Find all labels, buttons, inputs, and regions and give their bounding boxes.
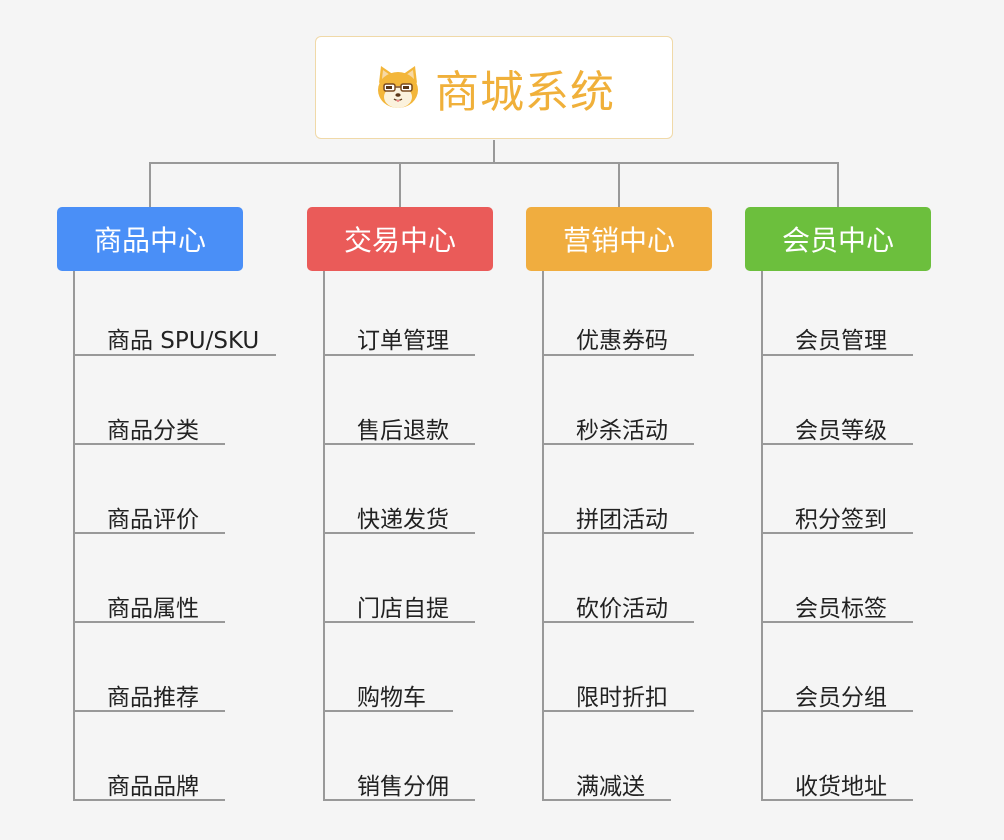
- list-item: 优惠券码: [576, 328, 668, 354]
- list-item: 商品推荐: [107, 685, 199, 711]
- list-item: 销售分佣: [357, 774, 449, 800]
- list-item: 商品评价: [107, 507, 199, 533]
- category-title: 营销中心: [562, 224, 675, 257]
- category-node: 营销中心: [526, 207, 712, 271]
- list-item: 门店自提: [357, 596, 449, 622]
- list-item: 订单管理: [357, 328, 449, 354]
- list-item: 砍价活动: [576, 596, 668, 622]
- list-item: 售后退款: [357, 418, 449, 444]
- category-node: 商品中心: [57, 207, 243, 271]
- list-item: 会员等级: [795, 418, 887, 444]
- list-item: 商品分类: [107, 418, 199, 444]
- category-node: 交易中心: [307, 207, 493, 271]
- root-title: 商城系统: [435, 66, 615, 118]
- root-node: 商城系统: [315, 36, 673, 139]
- list-item: 会员管理: [795, 328, 887, 354]
- list-item: 购物车: [357, 685, 426, 711]
- shiba-dog-icon: [378, 65, 418, 108]
- category-title: 商品中心: [93, 224, 206, 257]
- list-item: 秒杀活动: [576, 418, 668, 444]
- category-title: 会员中心: [781, 224, 894, 257]
- category-node: 会员中心: [745, 207, 931, 271]
- list-item: 限时折扣: [576, 685, 668, 711]
- list-item: 会员分组: [795, 685, 887, 711]
- list-item: 商品属性: [107, 596, 199, 622]
- list-item: 商品品牌: [107, 774, 199, 800]
- list-item: 拼团活动: [576, 507, 668, 533]
- list-item: 收货地址: [795, 774, 887, 800]
- list-item: 快递发货: [357, 507, 449, 533]
- list-item: 会员标签: [795, 596, 887, 622]
- list-item: 积分签到: [795, 507, 887, 533]
- list-item: 满减送: [576, 774, 645, 800]
- list-item: 商品 SPU/SKU: [107, 328, 260, 354]
- category-title: 交易中心: [343, 224, 456, 257]
